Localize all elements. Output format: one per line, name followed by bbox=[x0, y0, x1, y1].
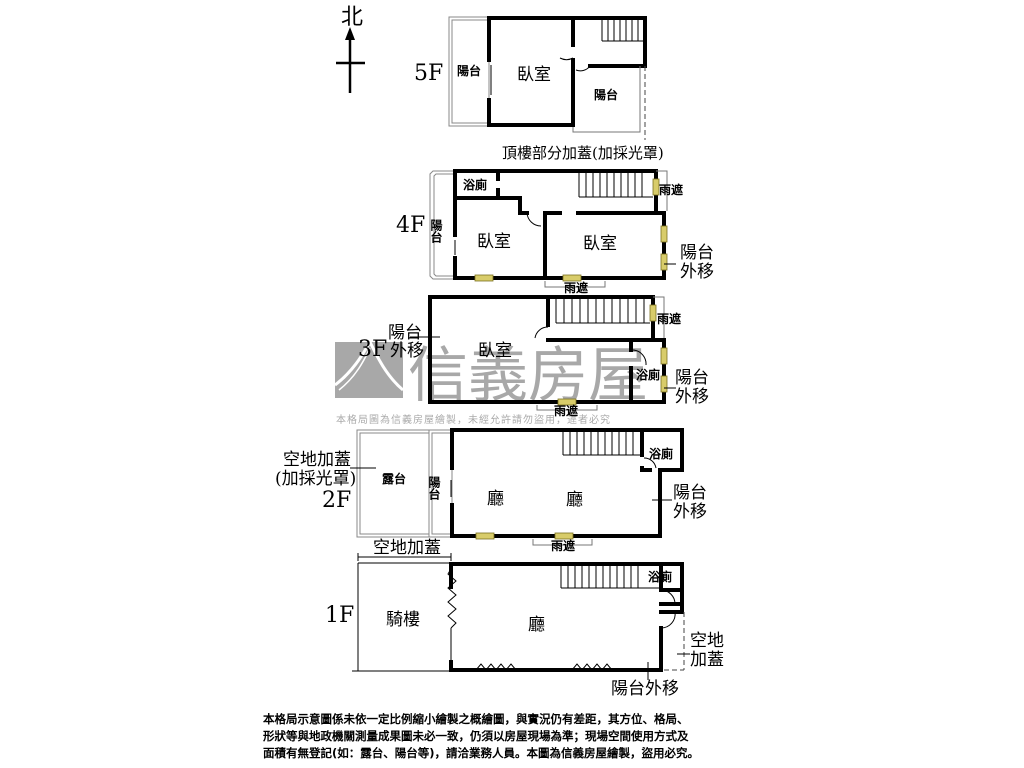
svg-text:陽台: 陽台 bbox=[594, 87, 618, 102]
svg-text:外移: 外移 bbox=[680, 262, 714, 282]
svg-text:浴廁: 浴廁 bbox=[648, 569, 672, 584]
svg-text:騎樓: 騎樓 bbox=[386, 610, 420, 630]
floor-label-1f: 1F bbox=[325, 603, 354, 628]
floor-4f-plan: 4F bbox=[396, 169, 714, 295]
svg-text:外移: 外移 bbox=[675, 387, 709, 407]
svg-text:空地: 空地 bbox=[690, 631, 724, 651]
svg-text:陽台外移: 陽台外移 bbox=[611, 679, 679, 699]
sinyi-watermark: 信義房屋 本格局圖為信義房屋繪製，未經允許請勿盜用，違者必究 bbox=[334, 338, 648, 426]
svg-text:露台: 露台 bbox=[382, 471, 406, 486]
disclaimer-footer: 本格局示意圖係未依一定比例縮小繪製之概繪圖，與實況仍有差距，其方位、格局、 形狀… bbox=[263, 711, 783, 762]
svg-text:浴廁: 浴廁 bbox=[463, 177, 487, 192]
svg-text:北: 北 bbox=[341, 5, 363, 30]
disclaimer-line-3: 面積有無登記(如：露台、陽台等)，請洽業務人員。本圖為信義房屋繪製，盜用必究。 bbox=[263, 746, 700, 760]
disclaimer-line-1: 本格局示意圖係未依一定比例縮小繪製之概繪圖，與實況仍有差距，其方位、格局、 bbox=[263, 712, 689, 726]
svg-text:雨遮: 雨遮 bbox=[657, 311, 681, 326]
svg-text:信義房屋: 信義房屋 bbox=[408, 341, 648, 411]
svg-text:雨遮: 雨遮 bbox=[564, 280, 588, 295]
svg-text:外移: 外移 bbox=[673, 502, 707, 522]
disclaimer-line-2: 形狀等與地政機關測量成果圖未必一致，仍須以房屋現場為準；現場空間使用方式及 bbox=[263, 729, 689, 743]
floor-1f-plan: 1F 騎樓 廳 bbox=[325, 562, 724, 699]
svg-text:加蓋: 加蓋 bbox=[690, 650, 724, 670]
north-compass-icon: 北 bbox=[336, 5, 365, 93]
svg-text:雨遮: 雨遮 bbox=[659, 182, 683, 197]
svg-text:空地加蓋: 空地加蓋 bbox=[373, 538, 441, 558]
svg-text:廳: 廳 bbox=[528, 615, 545, 635]
floor-label-3f: 3F bbox=[358, 337, 387, 362]
floor-label-5f: 5F bbox=[414, 61, 443, 86]
svg-text:陽台: 陽台 bbox=[427, 476, 441, 501]
svg-text:廳: 廳 bbox=[566, 490, 583, 510]
svg-text:臥室: 臥室 bbox=[517, 65, 551, 85]
svg-text:陽台: 陽台 bbox=[429, 219, 443, 244]
svg-text:雨遮: 雨遮 bbox=[551, 538, 575, 553]
svg-text:臥室: 臥室 bbox=[478, 341, 512, 361]
svg-text:外移: 外移 bbox=[390, 341, 424, 361]
svg-text:浴廁: 浴廁 bbox=[636, 367, 660, 382]
svg-text:浴廁: 浴廁 bbox=[649, 446, 673, 461]
floor-5f-plan: 5F 陽台 臥室 陽台 頂樓部分加蓋(加採光罩) bbox=[414, 16, 664, 162]
svg-text:(加採光罩): (加採光罩) bbox=[275, 469, 356, 489]
svg-text:臥室: 臥室 bbox=[477, 232, 511, 252]
svg-text:本格局圖為信義房屋繪製，未經允許請勿盜用，違者必究: 本格局圖為信義房屋繪製，未經允許請勿盜用，違者必究 bbox=[336, 413, 611, 426]
svg-text:陽台: 陽台 bbox=[673, 483, 707, 503]
svg-text:廳: 廳 bbox=[487, 489, 504, 509]
floor-3f-plan: 3F 臥室 浴廁 雨遮 雨遮 bbox=[358, 295, 709, 418]
svg-text:雨遮: 雨遮 bbox=[554, 403, 578, 418]
floor-2f-plan: 2F 露 bbox=[275, 428, 707, 561]
rooftop-addition-note: 頂樓部分加蓋(加採光罩) bbox=[502, 144, 664, 162]
floor-label-2f: 2F bbox=[322, 488, 351, 513]
floor-label-4f: 4F bbox=[396, 213, 425, 238]
svg-text:陽台: 陽台 bbox=[675, 368, 709, 388]
svg-text:臥室: 臥室 bbox=[583, 234, 617, 254]
svg-text:陽台: 陽台 bbox=[457, 63, 481, 78]
svg-text:陽台: 陽台 bbox=[680, 243, 714, 263]
svg-text:空地加蓋: 空地加蓋 bbox=[283, 450, 351, 470]
svg-text:陽台: 陽台 bbox=[388, 323, 422, 343]
